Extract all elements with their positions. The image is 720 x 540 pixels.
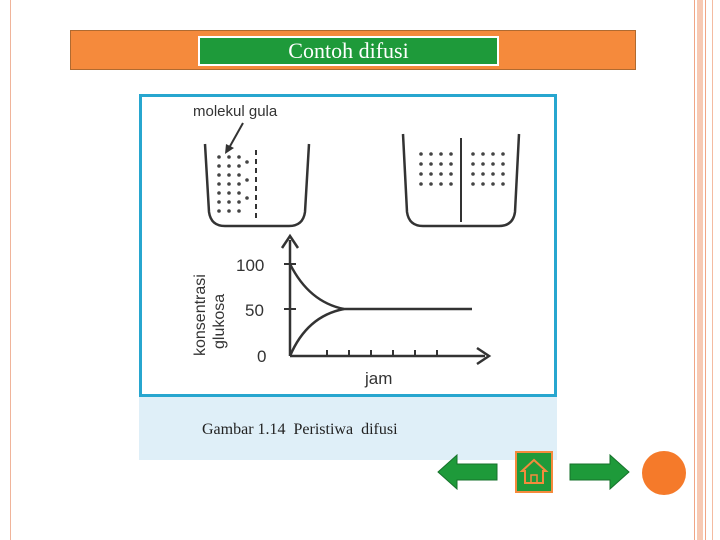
home-button[interactable] — [515, 451, 553, 498]
beaker-right — [401, 133, 521, 228]
y-tick-label: 0 — [257, 347, 266, 366]
graph-axes — [280, 233, 492, 366]
home-icon — [515, 451, 553, 493]
right-border-line — [712, 0, 713, 540]
caption-area: Gambar 1.14 Peristiwa difusi — [139, 397, 557, 460]
y-axis-label: konsentrasi — [192, 274, 209, 356]
beaker-left — [203, 143, 311, 228]
molecule-pointer-arrow — [225, 122, 244, 154]
title-bar: Contoh difusi — [70, 30, 636, 70]
figure-caption: Gambar 1.14 Peristiwa difusi — [202, 421, 398, 438]
left-border-line — [10, 0, 11, 540]
slide-title: Contoh difusi — [198, 36, 499, 66]
end-show-button[interactable] — [640, 449, 688, 502]
arrow-right-icon — [569, 453, 630, 491]
circle-icon — [642, 451, 686, 495]
concentration-curves — [288, 263, 472, 357]
right-border-band — [697, 0, 703, 540]
previous-slide-button[interactable] — [437, 453, 499, 495]
diffusion-illustration: molekul gula — [192, 103, 521, 388]
right-border-line — [694, 0, 695, 540]
y-tick-label: 50 — [245, 301, 264, 320]
y-axis-label: glukosa — [211, 294, 228, 349]
molecule-label: molekul gula — [193, 103, 278, 120]
diffusion-figure: molekul gula — [139, 94, 557, 460]
arrow-left-icon — [437, 453, 498, 491]
right-border-line — [705, 0, 706, 540]
next-slide-button[interactable] — [568, 453, 630, 495]
y-tick-label: 100 — [236, 256, 264, 275]
figure-frame — [139, 94, 557, 397]
x-axis-label: jam — [364, 369, 392, 388]
